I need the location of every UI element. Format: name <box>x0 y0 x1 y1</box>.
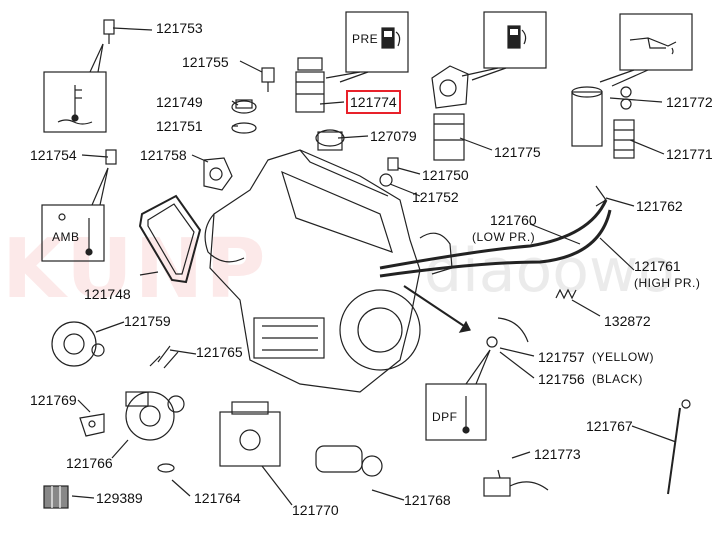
pre-filter-121774 <box>295 57 325 113</box>
part-label-121752: 121752 <box>412 189 459 205</box>
part-label-121758: 121758 <box>140 147 187 163</box>
clip-132872 <box>555 288 577 300</box>
part-label-121769: 121769 <box>30 392 77 408</box>
part-label-121757: 121757 <box>538 349 585 365</box>
note-black: (BLACK) <box>592 372 643 386</box>
sensor-121753 <box>103 19 115 44</box>
dpf-text: DPF <box>432 410 458 424</box>
sensor-121750 <box>387 157 399 171</box>
amb-text: AMB <box>52 230 80 244</box>
engine-assembly <box>204 149 471 393</box>
starter-121768 <box>315 445 383 477</box>
part-label-121756: 121756 <box>538 371 585 387</box>
part-label-129389: 129389 <box>96 490 143 506</box>
part-label-121774-highlighted[interactable]: 121774 <box>346 90 401 114</box>
part-label-121760: 121760 <box>490 212 537 228</box>
turbo-121766 <box>125 391 185 441</box>
part-label-121766: 121766 <box>66 455 113 471</box>
part-label-121759: 121759 <box>124 313 171 329</box>
element-129389 <box>43 485 69 509</box>
sensor-121755 <box>261 67 275 92</box>
part-label-121748: 121748 <box>84 286 131 302</box>
alternator-121759 <box>51 321 105 367</box>
watermark-site: diaoowo <box>424 236 675 306</box>
part-label-121755: 121755 <box>182 54 229 70</box>
oring-121752 <box>379 173 393 187</box>
pump-121770 <box>219 401 281 467</box>
note-low-pressure: (LOW PR.) <box>472 230 536 244</box>
part-label-121764: 121764 <box>194 490 241 506</box>
part-label-121767: 121767 <box>586 418 633 434</box>
part-label-132872: 132872 <box>604 313 651 329</box>
part-label-121775: 121775 <box>494 144 541 160</box>
part-label-121765: 121765 <box>196 344 243 360</box>
gasket-121758 <box>203 157 233 191</box>
part-label-121773: 121773 <box>534 446 581 462</box>
sensor-121754 <box>105 149 117 165</box>
part-label-121750: 121750 <box>422 167 469 183</box>
dipstick-121767 <box>667 399 691 495</box>
hoses-121760-121761 <box>379 185 612 278</box>
bolts-121765 <box>149 345 179 369</box>
part-label-121751: 121751 <box>156 118 203 134</box>
gasket-121769 <box>79 413 105 437</box>
fuel-filter-box <box>461 11 547 81</box>
part-label-121768: 121768 <box>404 492 451 508</box>
part-label-121771: 121771 <box>666 146 713 162</box>
part-label-121762: 121762 <box>636 198 683 214</box>
part-label-127079: 127079 <box>370 128 417 144</box>
amb-temp-box <box>41 167 109 262</box>
pre-filter-box <box>325 11 409 83</box>
fuel-filter-121775 <box>433 113 465 161</box>
fuel-filter-head <box>431 65 469 109</box>
gasket-121764 <box>157 463 175 473</box>
part-label-121749: 121749 <box>156 94 203 110</box>
oil-filter-121772 <box>571 86 632 147</box>
cap-121749 <box>231 99 257 114</box>
leader-lines <box>71 27 677 506</box>
sensor-121773 <box>483 469 549 497</box>
temp-gauge-box-1 <box>43 43 107 133</box>
pre-text: PRE <box>352 32 379 46</box>
belt-121748 <box>138 194 202 284</box>
filter-element-121771 <box>613 119 635 159</box>
dpf-temp-box <box>425 349 491 441</box>
part-label-121753: 121753 <box>156 20 203 36</box>
oring-121751 <box>231 122 257 134</box>
part-label-121761: 121761 <box>634 258 681 274</box>
watermark-brand: KUNP <box>2 222 268 317</box>
oil-filter-box <box>599 13 693 87</box>
part-label-121772: 121772 <box>666 94 713 110</box>
filter-127079 <box>315 129 345 151</box>
note-yellow: (YELLOW) <box>592 350 655 364</box>
dpf-sensor <box>486 317 529 348</box>
part-label-121770: 121770 <box>292 502 339 518</box>
note-high-pressure: (HIGH PR.) <box>634 276 701 290</box>
part-label-121754: 121754 <box>30 147 77 163</box>
